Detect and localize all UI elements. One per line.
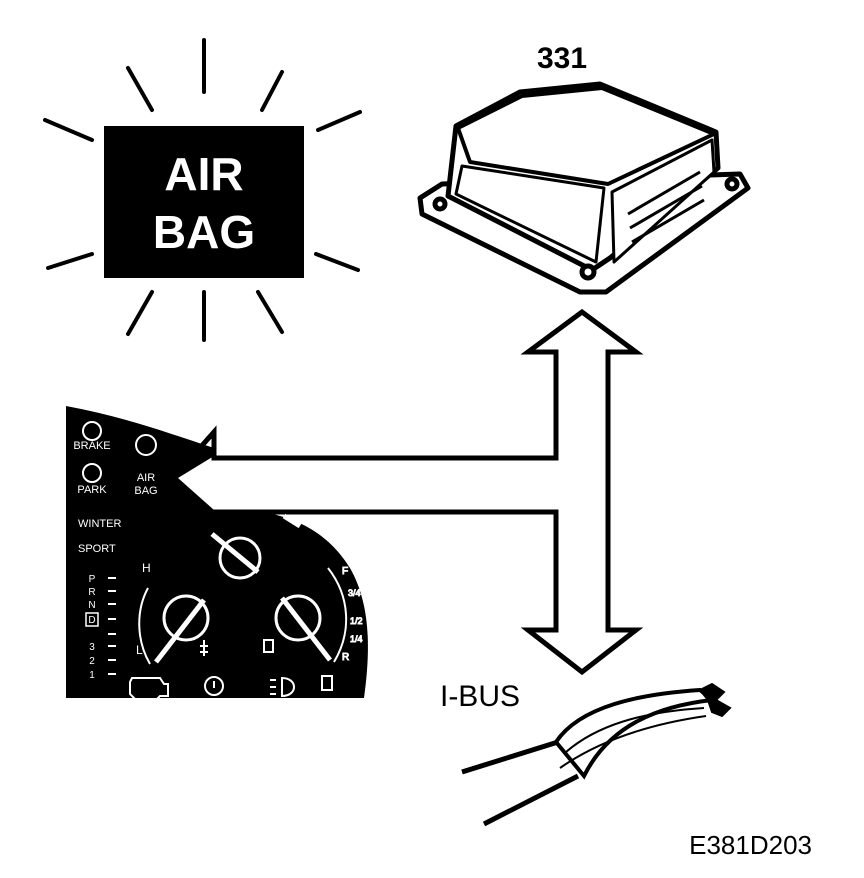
figure-code: E381D203 [689,830,812,860]
engine-icon [129,677,169,701]
fuel-warning-icon [321,675,333,691]
fuel-gauge: F 3/4 1/2 1/4 R [263,566,363,664]
module-mount-hole-rear [724,176,740,192]
cluster-airbag-indicator: AIR BAG [134,434,158,497]
fuel-mark-1-4: 1/4 [350,634,363,644]
airbag-icon [135,434,157,456]
lamp-panel [104,126,304,278]
lamp-glow-rays [43,38,362,342]
lamp-text-bag: BAG [153,206,255,258]
airbag-control-module [417,81,751,295]
temp-low-label: L [136,643,143,657]
fuel-mark-1-2: 1/2 [350,616,363,626]
instrument-cluster: BRAKE AIR BAG PARK WINTER SPORT P R N D … [66,406,368,701]
module-mount-hole-right [579,263,597,281]
gear-selector-column: P R N D 3 2 1 [85,574,116,681]
gear-1: 1 [89,670,95,681]
temp-high-label: H [142,561,151,575]
gear-r: R [88,587,95,598]
headlight-icon [270,676,295,698]
upper-gauge-needle [210,532,260,574]
cluster-panel [66,406,368,698]
module-connector-pins [627,170,705,244]
gear-d-box [85,612,99,627]
signal-arrows [164,308,644,676]
temperature-needle [154,598,206,664]
park-indicator: PARK [77,463,107,496]
airbag-warning-lamp: AIR BAG [43,38,362,342]
lamp-text-air: AIR [164,148,243,200]
brake-label: BRAKE [73,440,110,452]
park-label: PARK [77,484,107,496]
brake-warning-icon [204,676,224,696]
gear-3: 3 [89,642,95,653]
gear-d: D [88,615,95,626]
fuel-mark-r: R [342,652,349,663]
cluster-bottom-icons [129,675,333,701]
module-number: 331 [537,42,587,75]
fuel-mark-3-4: 3/4 [348,588,361,598]
fuel-needle [280,596,332,662]
gear-p: P [89,574,96,585]
module-mount-hole-left [432,196,448,212]
park-icon [82,463,102,483]
cable-twisted-wires [698,682,732,718]
gear-n: N [88,600,95,611]
bidirectional-arrow [164,308,644,676]
brake-indicator: BRAKE [73,421,111,452]
winter-label: WINTER [78,518,121,530]
gear-2: 2 [89,656,95,667]
brake-icon [82,421,102,441]
gear-position-marks [108,577,116,675]
i-bus-cable [461,682,732,827]
thermometer-icon [200,640,208,656]
cluster-airbag-label-1: AIR [137,472,155,484]
bus-label: I-BUS [440,680,520,713]
sport-label: SPORT [78,543,116,555]
fuel-mark-f: F [342,566,348,577]
cluster-airbag-label-2: BAG [134,485,157,497]
temperature-gauge: H L [136,561,210,665]
upper-gauge [210,513,302,580]
fuel-pump-icon [263,639,274,653]
